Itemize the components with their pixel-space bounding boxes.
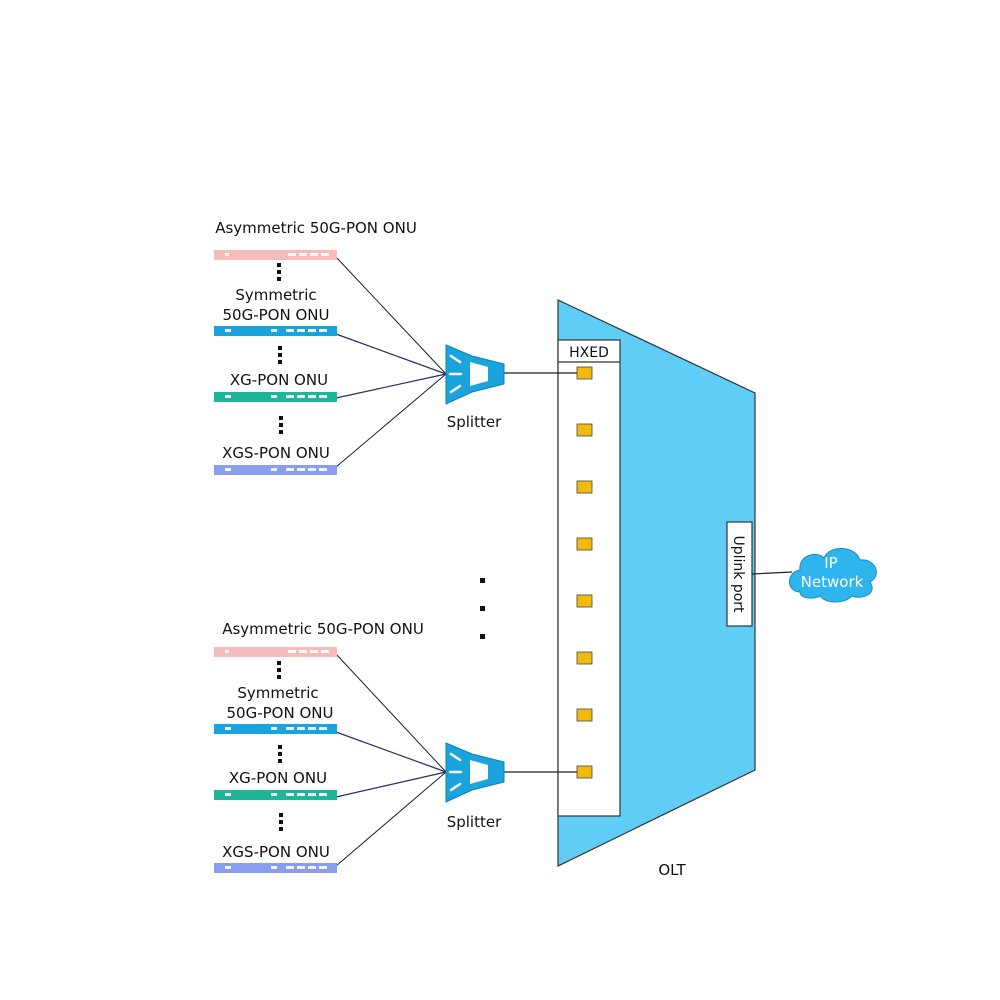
onu-label-xgs: XGS-PON ONU [222,444,330,462]
ip-network-cloud: IP Network [789,548,877,603]
service-board [557,339,621,817]
onu-device-xg[interactable] [214,790,337,800]
onu-group-1: Asymmetric 50G-PON ONU Symmetric 50G-PON… [214,219,505,475]
onu-device-xgs[interactable] [214,465,337,475]
onu-device-xgs[interactable] [214,863,337,873]
ip-network-label-line2: Network [801,573,864,591]
onu-label-symmetric-line1: Symmetric [235,286,316,304]
onu-label-symmetric-line2: 50G-PON ONU [227,704,334,722]
pon-port[interactable] [576,708,593,722]
splitter-label: Splitter [447,813,502,831]
pon-port[interactable] [576,651,593,665]
uplink-port[interactable] [726,521,753,627]
ellipsis-dots [279,416,283,434]
onu-device-xg[interactable] [214,392,337,402]
onu-label-symmetric-line1: Symmetric [237,684,318,702]
ellipsis-dots [278,745,282,763]
uplink-port-label: Uplink port [730,535,746,613]
onu-device-asymmetric[interactable] [214,647,337,657]
ellipsis-dots [277,263,281,281]
onu-label-asymmetric: Asymmetric 50G-PON ONU [215,219,417,237]
pon-port[interactable] [576,480,593,494]
ellipsis-dots [279,813,283,831]
onu-link [335,731,447,773]
ellipsis-dots [278,346,282,364]
splitter-icon[interactable] [445,742,505,803]
onu-link [335,256,447,375]
pon-port[interactable] [576,423,593,437]
pon-ports [576,366,593,779]
pon-port[interactable] [576,765,593,779]
cloud-icon [789,548,877,603]
onu-label-xg: XG-PON ONU [229,769,327,787]
onu-group-2: Asymmetric 50G-PON ONU Symmetric 50G-PON… [214,620,505,873]
pon-port[interactable] [576,537,593,551]
olt-label: OLT [658,861,686,879]
onu-link [335,653,447,773]
onu-link [335,373,447,468]
onu-label-xgs: XGS-PON ONU [222,843,330,861]
onu-link [335,771,447,867]
ip-network-label-line1: IP [824,554,837,572]
onu-label-asymmetric: Asymmetric 50G-PON ONU [222,620,424,638]
onu-device-symmetric[interactable] [214,326,337,336]
splitter-icon[interactable] [445,344,505,405]
onu-device-symmetric[interactable] [214,724,337,734]
pon-port[interactable] [576,366,593,380]
onu-label-xg: XG-PON ONU [230,371,328,389]
onu-link [335,373,447,399]
pon-port[interactable] [576,594,593,608]
uplink-link [751,571,793,575]
onu-link [335,771,447,798]
onu-label-symmetric-line2: 50G-PON ONU [223,306,330,324]
onu-link [335,333,447,375]
onu-device-asymmetric[interactable] [214,250,337,260]
service-board-label: HXED [569,345,609,361]
olt: HXED Uplink port OLT [557,299,756,879]
more-groups-ellipsis [480,578,485,639]
ellipsis-dots [277,661,281,679]
splitter-label: Splitter [447,413,502,431]
